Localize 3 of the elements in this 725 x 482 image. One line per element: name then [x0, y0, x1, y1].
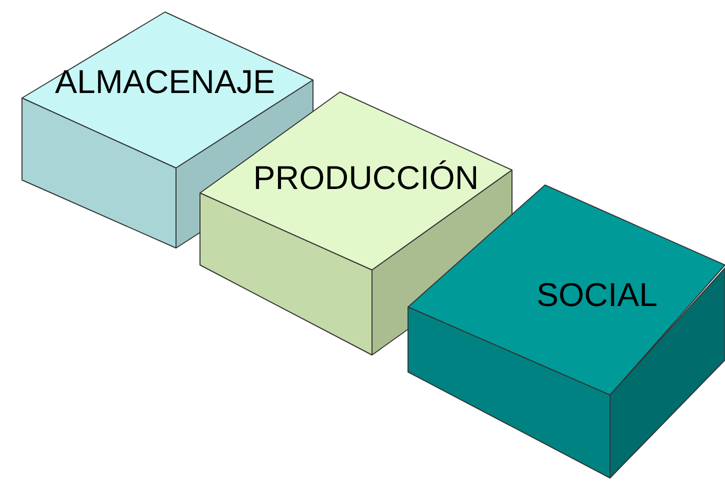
block-label: ALMACENAJE: [54, 63, 276, 101]
block-label: PRODUCCIÓN: [253, 159, 479, 197]
block-label: SOCIAL: [536, 276, 658, 314]
